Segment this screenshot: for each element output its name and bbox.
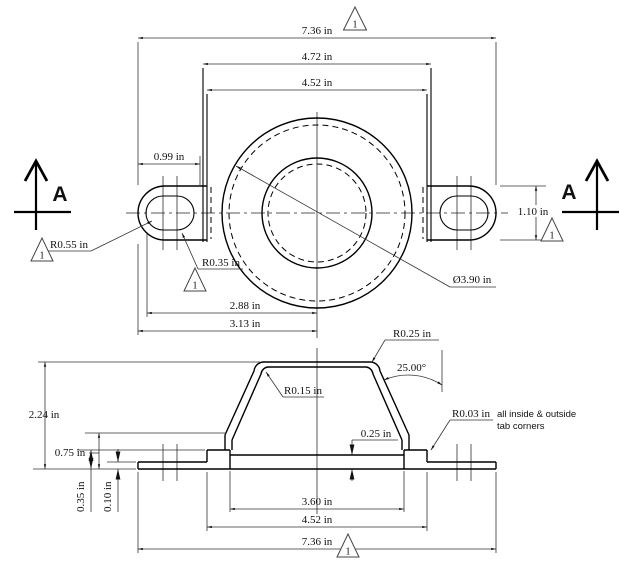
flag-note-slot-radius: 1 [183,266,207,292]
dim-slot-radius: R0.35 in [202,257,240,269]
dim-tab-corner-radius: R0.03 in [452,408,490,420]
dim-tab-end-radius: R0.55 in [50,239,88,251]
dim-dome-diameter: Ø3.90 in [453,274,492,286]
section-dimensions: 2.24 in 0.75 in 0.35 in 0.10 in 0.25 in [29,328,576,553]
flag-number: 1 [193,281,198,292]
dim-top-step-width: 4.72 in [302,51,333,63]
dim-flange-height: 0.75 in [55,447,86,459]
dim-overall-height: 2.24 in [29,409,60,421]
flag-triangle-icon [183,266,207,292]
dim-text-mask [515,205,551,217]
tab-corner-note-line1: all inside & outside [497,409,576,420]
dim-draft-angle: 25.00° [397,362,426,374]
dim-tab-height: 1.10 in [518,206,549,218]
dim-top-overall-width: 7.36 in [302,25,333,37]
section-arrow-right: A [561,158,619,230]
dim-slot-to-center: 2.88 in [230,300,261,312]
section-arrowhead-icon [23,158,49,182]
dim-cavity-width: 3.60 in [302,496,333,508]
section-arrow-left: A [14,158,71,230]
flag-note-top: 1 [342,5,368,31]
flag-triangle-icon [342,5,368,31]
flag-triangle-icon [540,216,564,242]
top-view: 7.36 in 4.72 in 4.52 in 0.99 in 1.10 in … [48,25,551,338]
dim-tab-slot-offset: 0.99 in [154,151,185,163]
dim-top-corner-radius: R0.25 in [393,328,431,340]
flag-number: 1 [40,251,45,262]
flag-number: 1 [353,20,358,31]
flag-triangle-icon [336,532,360,558]
section-label-right: A [561,181,576,204]
section-arrowhead-icon [584,158,610,182]
dim-top-flange-width: 4.52 in [302,77,333,89]
section-part-outline [137,361,497,470]
flag-note-bottom: 1 [336,532,360,558]
top-view-part-outline [137,68,497,309]
flag-number: 1 [550,231,555,242]
section-view: 2.24 in 0.75 in 0.35 in 0.10 in 0.25 in [29,328,576,553]
tab-corner-note-line2: tab corners [497,421,545,432]
top-view-dimensions: 7.36 in 4.72 in 4.52 in 0.99 in 1.10 in … [48,25,551,335]
dim-tab-thickness: 0.10 in [102,481,114,512]
dim-plate-thickness: 0.25 in [361,428,392,440]
dim-tab-to-center: 3.13 in [230,318,261,330]
dim-inner-corner-radius: R0.15 in [284,385,322,397]
flag-note-tab-height: 1 [540,216,564,242]
dim-step-height: 0.35 in [75,481,87,512]
dim-bottom-flange-width: 4.52 in [302,514,333,526]
top-view-centerlines [126,112,508,338]
flag-number: 1 [346,547,351,558]
flag-triangle-icon [30,236,54,262]
dim-bottom-overall-width: 7.36 in [302,536,333,548]
flag-note-tab-radius: 1 [30,236,54,262]
section-label-left: A [52,183,67,206]
